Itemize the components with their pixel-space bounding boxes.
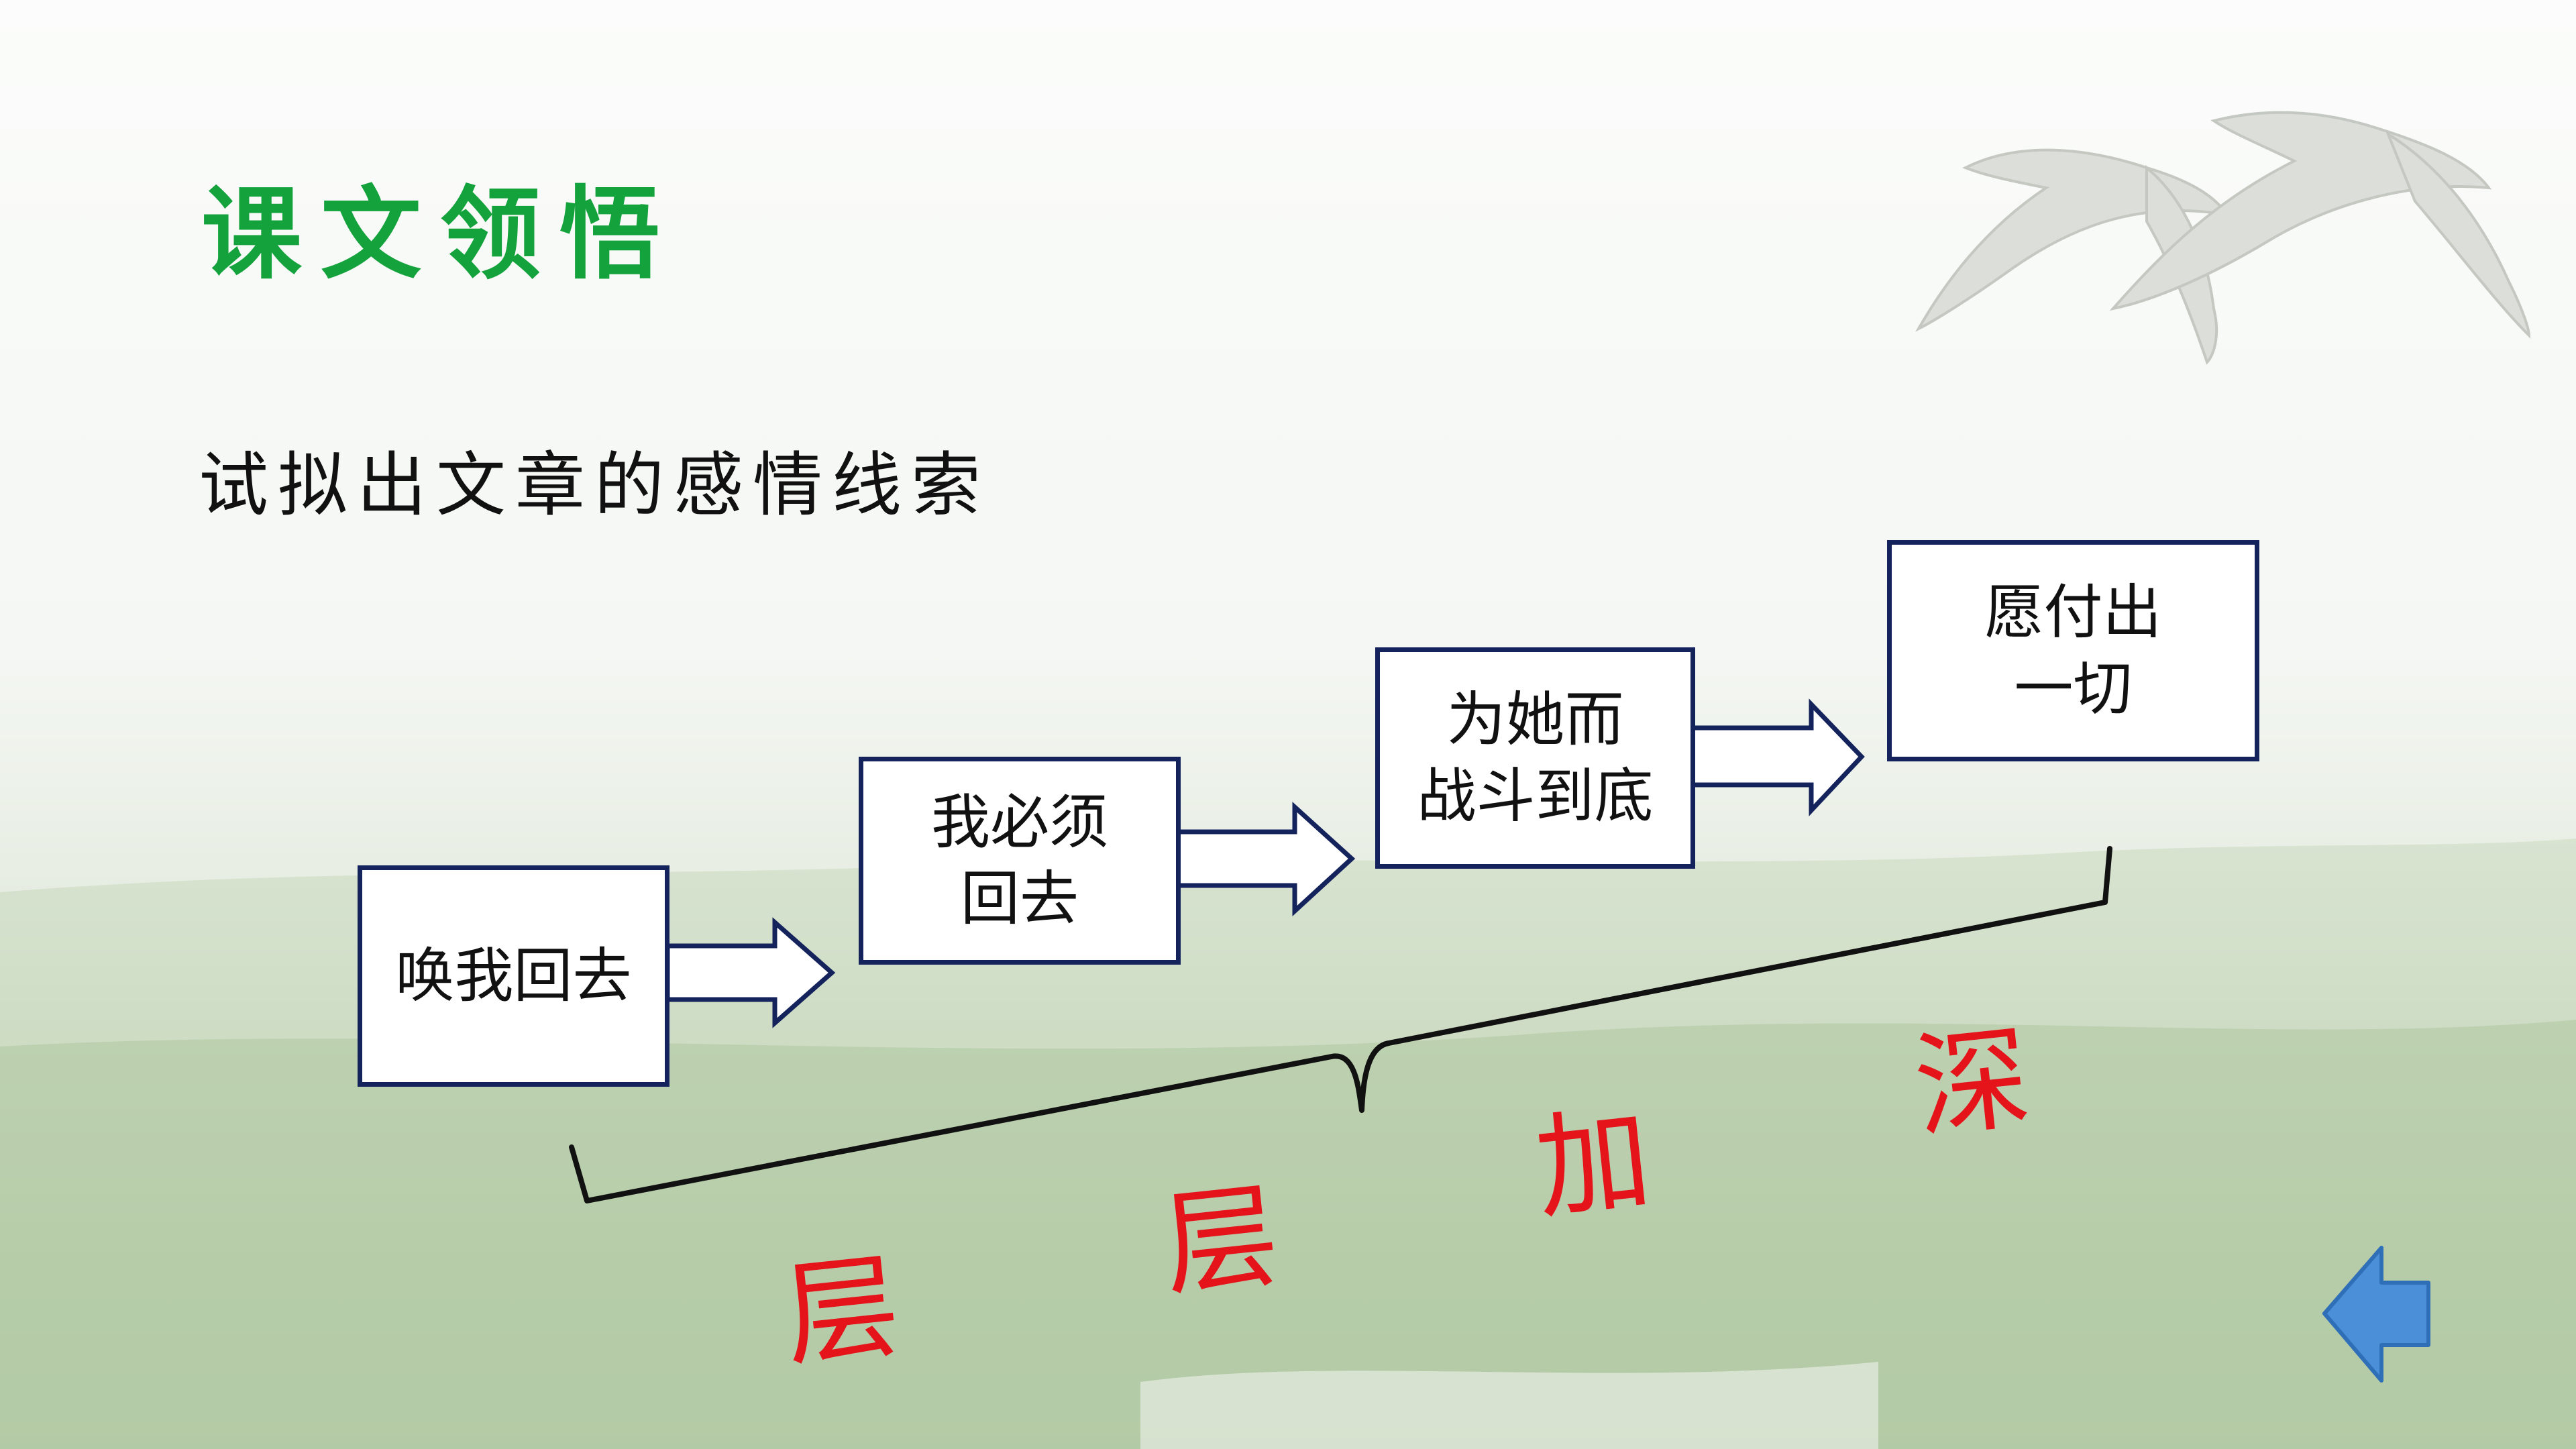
arrow-2	[1175, 802, 1356, 916]
deepening-brace	[569, 846, 2112, 1203]
flow-step-2-label: 我必须 回去	[930, 787, 1108, 933]
flow-step-1: 唤我回去	[358, 865, 669, 1087]
flow-step-2: 我必须 回去	[859, 757, 1181, 965]
flow-step-1-label: 唤我回去	[395, 941, 632, 1010]
question-text: 试拟出文章的感情线索	[199, 444, 991, 526]
flow-step-3: 为她而 战斗到底	[1375, 647, 1695, 869]
flow-step-4-label: 愿付出 一切	[1984, 577, 2162, 723]
arrow-1	[665, 917, 836, 1028]
flow-step-4: 愿付出 一切	[1887, 540, 2259, 761]
slide-title: 课文领悟	[201, 175, 680, 293]
flow-step-3-label: 为她而 战斗到底	[1417, 684, 1654, 830]
arrow-3	[1690, 698, 1865, 816]
left-arrow-icon	[2322, 1246, 2430, 1383]
